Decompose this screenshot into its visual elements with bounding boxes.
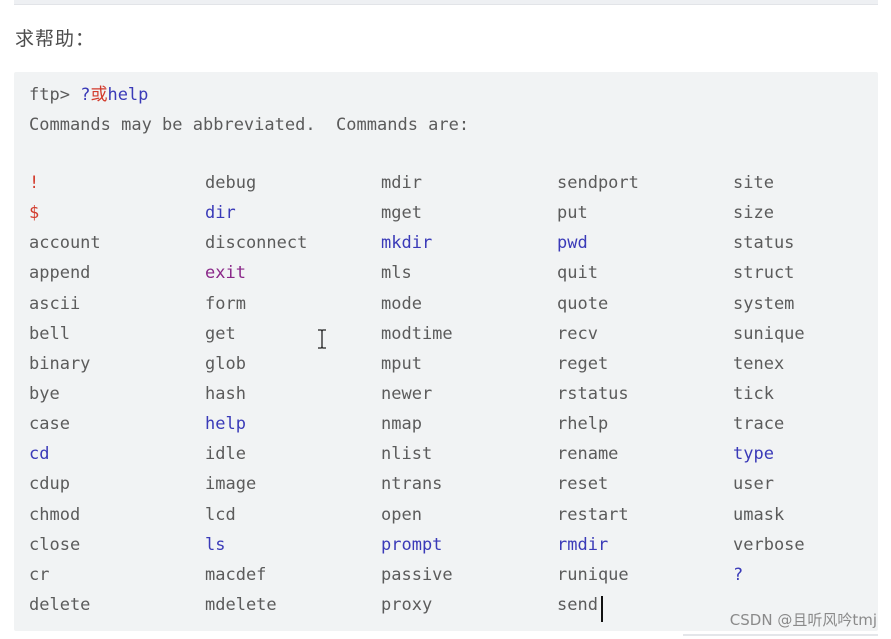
command-item: delete bbox=[29, 594, 91, 615]
command-item: send bbox=[557, 594, 598, 615]
command-item: user bbox=[733, 474, 774, 495]
command-item: runique bbox=[557, 564, 629, 585]
command-item: rstatus bbox=[557, 383, 629, 404]
command-item: mdir bbox=[381, 173, 422, 193]
help-command: help bbox=[107, 85, 149, 105]
command-item: sendport bbox=[557, 173, 639, 193]
command-item: account bbox=[29, 233, 101, 254]
command-item: trace bbox=[733, 414, 785, 435]
text-caret bbox=[601, 596, 603, 622]
command-item: bell bbox=[29, 323, 70, 344]
command-item: mls bbox=[381, 263, 412, 284]
command-item: help bbox=[205, 414, 246, 435]
command-item: nmap bbox=[381, 414, 422, 435]
command-item: ls bbox=[205, 534, 226, 555]
command-item: rhelp bbox=[557, 414, 609, 435]
command-item: close bbox=[29, 534, 81, 555]
command-item: mkdir bbox=[381, 233, 433, 254]
command-column-4: sendport put pwd quit quote recv reget rstatus r… bbox=[557, 173, 639, 625]
command-item: open bbox=[381, 504, 422, 525]
command-item: hash bbox=[205, 383, 246, 404]
command-item: pwd bbox=[557, 233, 588, 254]
command-item: case bbox=[29, 414, 70, 435]
command-item: recv bbox=[557, 323, 598, 344]
command-item: verbose bbox=[733, 534, 805, 555]
command-item: sunique bbox=[733, 323, 805, 344]
command-item: put bbox=[557, 203, 588, 224]
ftp-prompt: ftp> bbox=[29, 85, 70, 105]
command-item: tick bbox=[733, 383, 774, 404]
command-item: size bbox=[733, 203, 774, 224]
command-item: exit bbox=[205, 263, 246, 284]
command-column-1: ! $ account append ascii bell binary bye case cd c… bbox=[29, 173, 101, 625]
command-item: restart bbox=[557, 504, 629, 525]
i-beam-cursor-icon bbox=[318, 329, 326, 349]
command-item: append bbox=[29, 263, 91, 284]
command-item: site bbox=[733, 173, 774, 193]
command-item: rename bbox=[557, 444, 619, 465]
command-item: form bbox=[205, 293, 246, 314]
command-column-5: site size status struct system sunique tenex ti… bbox=[733, 173, 805, 595]
command-item: ? bbox=[733, 564, 744, 585]
or-text: 或 bbox=[90, 85, 108, 105]
command-item: mput bbox=[381, 353, 422, 374]
section-heading: 求帮助： bbox=[15, 28, 96, 50]
command-item: nlist bbox=[381, 444, 433, 465]
command-item: dir bbox=[205, 203, 236, 224]
command-item: lcd bbox=[205, 504, 236, 525]
command-item: glob bbox=[205, 353, 246, 374]
command-item: cd bbox=[29, 444, 50, 465]
command-item: quit bbox=[557, 263, 598, 284]
command-item: system bbox=[733, 293, 795, 314]
command-item: modtime bbox=[381, 323, 453, 344]
csdn-watermark: CSDN @且听风吟tmj bbox=[729, 611, 877, 629]
command-item: binary bbox=[29, 353, 91, 374]
bottom-divider bbox=[683, 634, 878, 636]
command-item: cdup bbox=[29, 474, 70, 495]
commands-info-line: Commands may be abbreviated. Commands ar… bbox=[29, 115, 470, 135]
command-item: umask bbox=[733, 504, 785, 525]
command-item: ntrans bbox=[381, 474, 443, 495]
command-item: quote bbox=[557, 293, 609, 314]
command-item: mode bbox=[381, 293, 422, 314]
command-item: ascii bbox=[29, 293, 81, 314]
command-item: image bbox=[205, 474, 257, 495]
command-item: cr bbox=[29, 564, 50, 585]
command-item: proxy bbox=[381, 594, 433, 615]
command-item: prompt bbox=[381, 534, 443, 555]
command-item: get bbox=[205, 323, 236, 344]
command-item: tenex bbox=[733, 353, 785, 374]
command-item: newer bbox=[381, 383, 433, 404]
command-item: rmdir bbox=[557, 534, 609, 555]
command-item: status bbox=[733, 233, 795, 254]
help-question-mark: ? bbox=[80, 85, 91, 105]
terminal-prompt-line: ftp> ?或help bbox=[29, 85, 148, 105]
command-column-3: mdir mget mkdir mls mode modtime mput newer nmap… bbox=[381, 173, 453, 625]
code-block: ftp> ?或help Commands may be abbreviated.… bbox=[14, 72, 878, 631]
command-item: disconnect bbox=[205, 233, 308, 254]
command-item: mget bbox=[381, 203, 422, 224]
command-item: type bbox=[733, 444, 774, 465]
command-item: passive bbox=[381, 564, 453, 585]
command-item: mdelete bbox=[205, 594, 277, 615]
command-item: reset bbox=[557, 474, 609, 495]
top-divider bbox=[14, 0, 878, 5]
command-item: $ bbox=[29, 203, 40, 224]
command-item: idle bbox=[205, 444, 246, 465]
command-item: bye bbox=[29, 383, 60, 404]
command-item: debug bbox=[205, 173, 257, 193]
command-item: chmod bbox=[29, 504, 81, 525]
command-item: ! bbox=[29, 173, 40, 193]
command-item: macdef bbox=[205, 564, 267, 585]
command-item: reget bbox=[557, 353, 609, 374]
command-item: struct bbox=[733, 263, 795, 284]
command-column-2: debug dir disconnect exit form get glob hash hel… bbox=[205, 173, 307, 625]
